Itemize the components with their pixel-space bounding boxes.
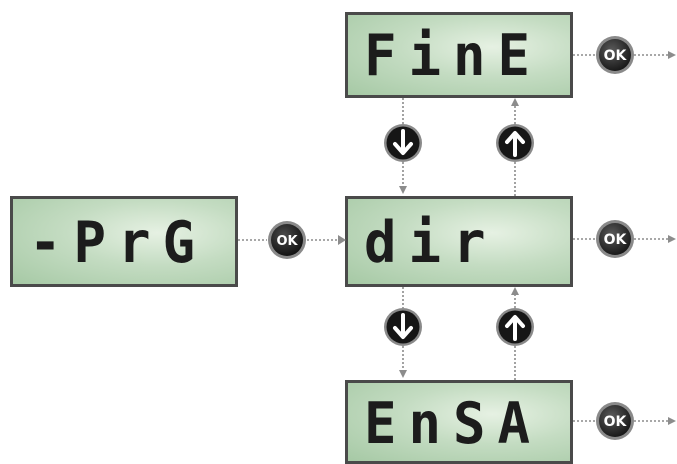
arrow-up-icon[interactable] <box>496 124 534 162</box>
connector-dir-to-fine-up <box>511 98 519 196</box>
display-text-fine: FinE <box>364 22 543 89</box>
arrow-right-icon <box>668 417 676 425</box>
arrow-down-icon[interactable] <box>384 124 422 162</box>
lcd-display-prg: -PrG <box>10 196 238 287</box>
arrow-right-icon <box>668 51 676 59</box>
display-text-prg: -PrG <box>29 209 208 276</box>
connector-dir-to-ensa-down <box>399 287 407 378</box>
connector-fine-to-dir-down <box>399 98 407 194</box>
ok-label: OK <box>276 234 298 249</box>
connector-fine-ok <box>573 51 676 59</box>
display-text-ensa: EnSA <box>364 390 543 457</box>
connector-prg-to-dir <box>238 235 346 245</box>
arrow-down-icon[interactable] <box>384 308 422 346</box>
ok-label: OK <box>604 48 628 64</box>
connector-ensa-to-dir-up <box>511 287 519 380</box>
connector-dir-ok <box>573 235 676 243</box>
ok-button-icon[interactable]: OK <box>596 220 634 258</box>
ok-button-icon[interactable]: OK <box>596 36 634 74</box>
connector-ensa-ok <box>573 417 676 425</box>
ok-button-icon[interactable]: OK <box>596 402 634 440</box>
ok-label: OK <box>604 232 628 248</box>
arrow-up-icon[interactable] <box>496 308 534 346</box>
lcd-display-fine: FinE <box>345 12 573 98</box>
display-text-dir: dir <box>364 209 498 276</box>
ok-label: OK <box>604 414 628 430</box>
lcd-display-ensa: EnSA <box>345 380 573 464</box>
ok-button-icon[interactable]: OK <box>268 221 306 259</box>
lcd-display-dir: dir <box>345 196 573 287</box>
arrow-right-icon <box>668 235 676 243</box>
